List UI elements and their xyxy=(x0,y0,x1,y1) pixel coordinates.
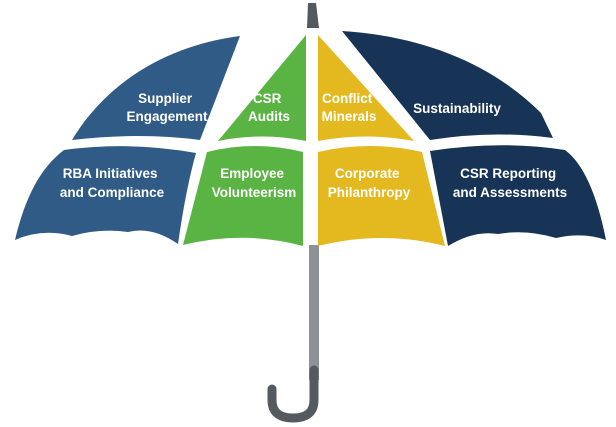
segment-rba-initiatives xyxy=(15,146,196,244)
label-rba-initiatives: RBA Initiatives and Compliance xyxy=(60,166,165,200)
label-line: Corporate xyxy=(335,166,400,181)
label-line: Sustainability xyxy=(413,101,501,116)
segment-supplier-engagement xyxy=(72,36,240,140)
label-corporate-philanthropy: Corporate Philanthropy xyxy=(328,166,411,200)
label-line: Philanthropy xyxy=(328,185,411,200)
segment-employee-volunteerism xyxy=(183,146,303,246)
label-line: and Assessments xyxy=(453,185,567,200)
umbrella-tip xyxy=(307,3,319,28)
segment-csr-audits xyxy=(218,35,306,141)
label-line: Minerals xyxy=(322,109,377,124)
label-line: RBA Initiatives xyxy=(63,166,158,181)
label-line: Volunteerism xyxy=(212,185,297,200)
segment-csr-reporting xyxy=(430,145,606,246)
label-line: Employee xyxy=(220,166,284,181)
label-csr-reporting: CSR Reporting and Assessments xyxy=(453,166,567,200)
label-sustainability: Sustainability xyxy=(413,101,501,116)
label-supplier-engagement: Supplier Engagement xyxy=(126,91,208,124)
label-line: and Compliance xyxy=(60,185,165,200)
umbrella-shaft xyxy=(309,245,319,380)
label-line: Conflict xyxy=(322,91,373,106)
label-line: Supplier xyxy=(138,91,193,106)
segment-conflict-minerals xyxy=(318,35,414,141)
segment-sustainability xyxy=(342,31,553,140)
segment-corporate-philanthropy xyxy=(318,146,445,246)
label-employee-volunteerism: Employee Volunteerism xyxy=(212,166,297,200)
label-line: Engagement xyxy=(126,109,208,124)
label-csr-audits: CSR Audits xyxy=(248,91,290,124)
umbrella-handle xyxy=(267,365,319,423)
label-line: Audits xyxy=(248,109,290,124)
label-line: CSR Reporting xyxy=(460,166,556,181)
label-line: CSR xyxy=(253,91,282,106)
label-conflict-minerals: Conflict Minerals xyxy=(322,91,377,124)
